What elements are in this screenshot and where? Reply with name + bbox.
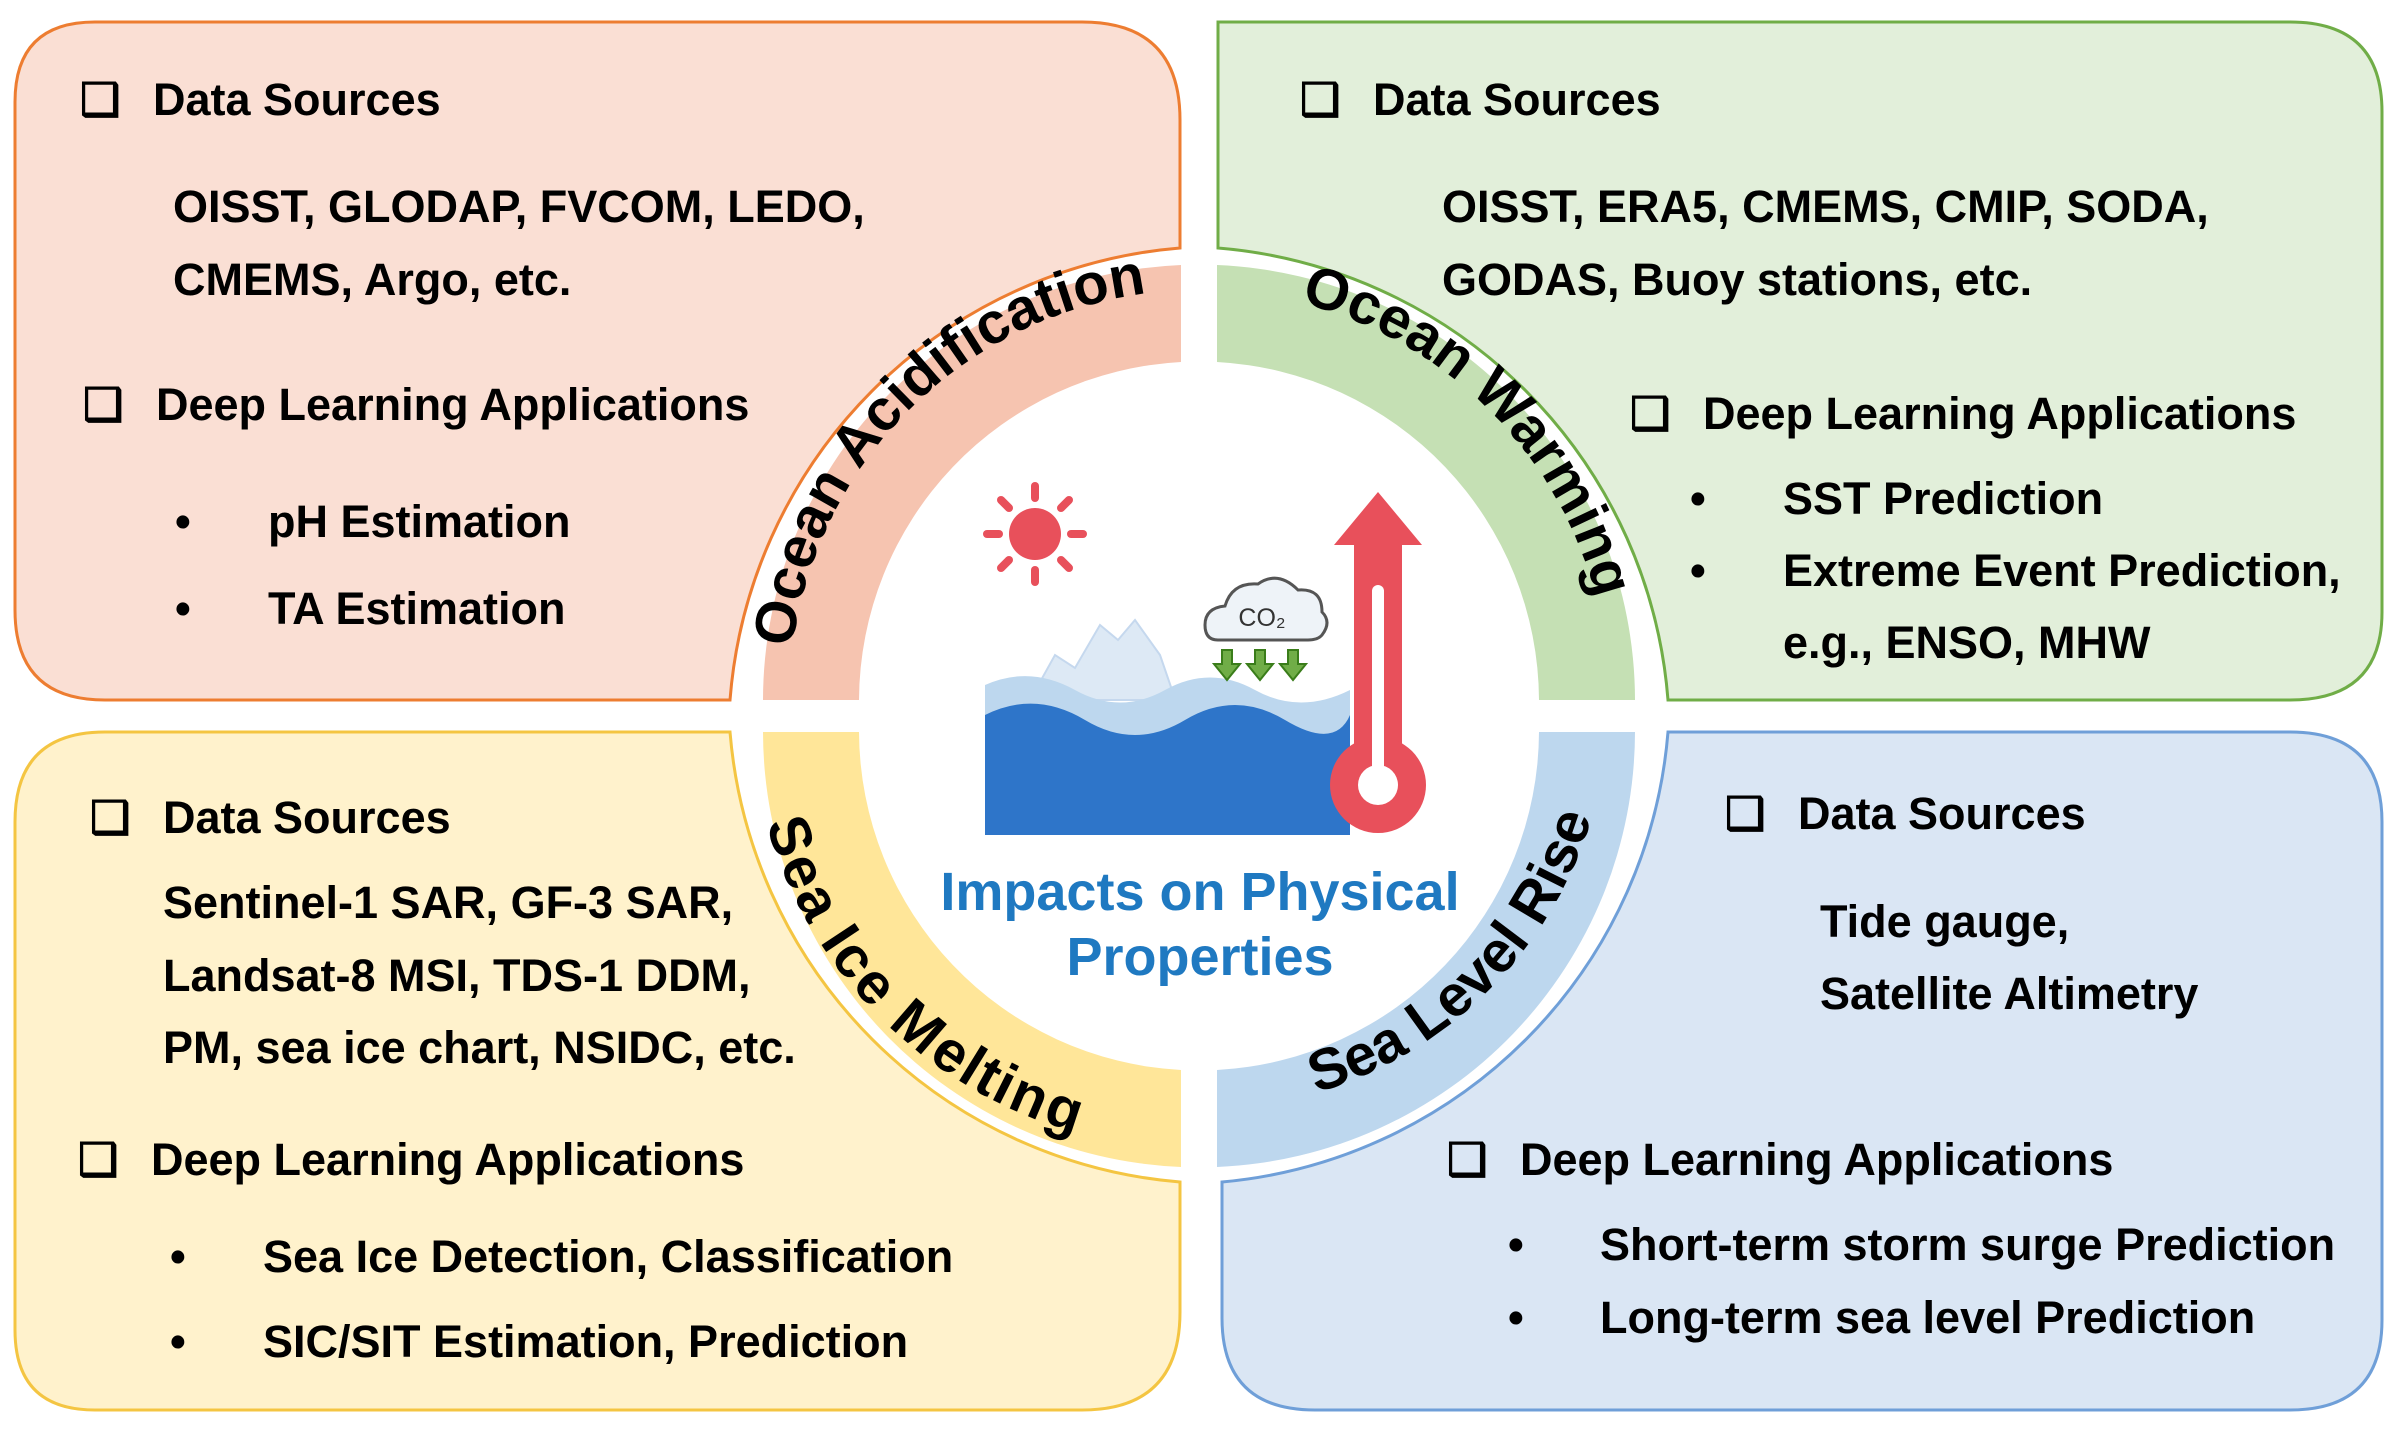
checkbox-marker: ❑: [1725, 788, 1765, 839]
sea-ds-line1: Tide gauge,: [1820, 896, 2069, 947]
acid-ds-line2: CMEMS, Argo, etc.: [173, 254, 571, 305]
acid-dl-heading: Deep Learning Applications: [156, 379, 749, 430]
checkbox-marker: ❑: [1447, 1134, 1487, 1185]
warm-ds-heading: Data Sources: [1373, 74, 1661, 125]
bullet-marker: •: [1690, 473, 1706, 524]
checkbox-marker: ❑: [78, 1134, 118, 1185]
checkbox-marker: ❑: [83, 379, 123, 430]
acid-dl-item2: TA Estimation: [268, 583, 566, 634]
bullet-marker: •: [1690, 545, 1706, 596]
bullet-marker: •: [175, 583, 191, 634]
ocean-wave: [985, 703, 1350, 835]
acid-ds-heading: Data Sources: [153, 74, 441, 125]
ice-ds-line3: PM, sea ice chart, NSIDC, etc.: [163, 1022, 796, 1073]
warming-band: [1217, 265, 1635, 700]
bullet-marker: •: [1508, 1292, 1524, 1343]
acidification-panel: [13, 20, 1182, 702]
sea-ds-heading: Data Sources: [1798, 788, 2086, 839]
thermometer-icon: [1330, 492, 1426, 833]
ice-ds-heading: Data Sources: [163, 792, 451, 843]
checkbox-marker: ❑: [80, 74, 120, 125]
bullet-marker: •: [170, 1231, 186, 1282]
checkbox-marker: ❑: [90, 792, 130, 843]
warm-ds-line2: GODAS, Buoy stations, etc.: [1442, 254, 2032, 305]
sealevel-panel: [1220, 730, 2384, 1412]
bullet-marker: •: [175, 496, 191, 547]
sea-ds-line2: Satellite Altimetry: [1820, 968, 2198, 1019]
acidification-band: [763, 265, 1181, 700]
svg-text:CO₂: CO₂: [1238, 604, 1285, 632]
warm-dl-heading: Deep Learning Applications: [1703, 388, 2296, 439]
sun-icon: [983, 482, 1087, 586]
ice-dl-item2: SIC/SIT Estimation, Prediction: [263, 1316, 908, 1367]
ice-dl-item1: Sea Ice Detection, Classification: [263, 1231, 953, 1282]
bullet-marker: •: [170, 1316, 186, 1367]
checkbox-marker: ❑: [1630, 388, 1670, 439]
warm-dl-item2: Extreme Event Prediction,: [1783, 545, 2341, 596]
center-title-line1: Impacts on Physical: [940, 862, 1459, 922]
sea-dl-heading: Deep Learning Applications: [1520, 1134, 2113, 1185]
co2-cloud-icon: CO₂: [1203, 576, 1329, 682]
acid-dl-item1: pH Estimation: [268, 496, 571, 547]
sea-dl-item1: Short-term storm surge Prediction: [1600, 1219, 2335, 1270]
warm-dl-item2-cont: e.g., ENSO, MHW: [1783, 617, 2151, 668]
sea-dl-item2: Long-term sea level Prediction: [1600, 1292, 2255, 1343]
warming-panel: [1216, 20, 2384, 702]
sealevel-band: [1217, 732, 1635, 1167]
acid-ds-line1: OISST, GLODAP, FVCOM, LEDO,: [173, 181, 865, 232]
warm-dl-item1: SST Prediction: [1783, 473, 2103, 524]
ice-dl-heading: Deep Learning Applications: [151, 1134, 744, 1185]
center-title-line2: Properties: [1066, 927, 1333, 987]
bullet-marker: •: [1508, 1219, 1524, 1270]
ice-ds-line2: Landsat-8 MSI, TDS-1 DDM,: [163, 950, 751, 1001]
checkbox-marker: ❑: [1300, 74, 1340, 125]
ice-ds-line1: Sentinel-1 SAR, GF-3 SAR,: [163, 877, 733, 928]
warm-ds-line1: OISST, ERA5, CMEMS, CMIP, SODA,: [1442, 181, 2209, 232]
ice-panel: [13, 730, 1182, 1412]
ice-band: [763, 732, 1181, 1167]
center-illustration: CO₂: [983, 482, 1426, 835]
